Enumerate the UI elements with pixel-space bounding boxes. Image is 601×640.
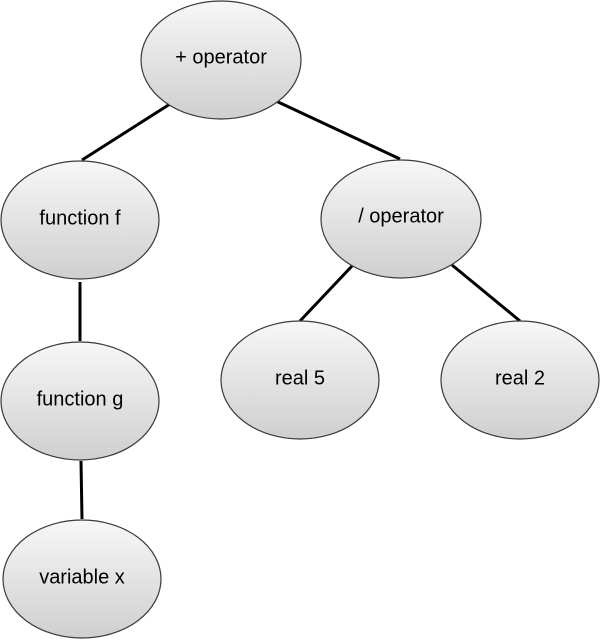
edge-function-g-to-variable-x xyxy=(79,460,84,520)
node-plus-operator-label: + operator xyxy=(175,46,267,68)
node-function-g: function g xyxy=(0,341,160,461)
node-plus-operator-ellipse xyxy=(140,0,302,120)
node-div-operator-label: / operator xyxy=(358,205,444,227)
node-variable-x: variable x xyxy=(2,519,162,639)
edge-div-operator-to-real-2 xyxy=(451,263,521,323)
node-function-f: function f xyxy=(0,160,160,280)
node-real-2: real 2 xyxy=(440,320,600,440)
node-real-5-label: real 5 xyxy=(275,367,325,389)
node-function-f-label: function f xyxy=(39,207,121,229)
edges xyxy=(78,99,521,520)
node-div-operator-ellipse xyxy=(320,159,482,279)
edge-div-operator-to-real-5 xyxy=(298,264,354,323)
node-real-5-ellipse xyxy=(220,320,380,440)
node-real-2-ellipse xyxy=(440,320,600,440)
node-real-2-label: real 2 xyxy=(495,367,545,389)
node-variable-x-label: variable x xyxy=(39,566,125,588)
node-function-f-ellipse xyxy=(0,160,160,280)
node-function-g-ellipse xyxy=(0,341,160,461)
node-function-g-label: function g xyxy=(37,388,124,410)
edge-plus-operator-to-function-f xyxy=(81,102,171,162)
node-plus-operator: + operator xyxy=(140,0,302,120)
edge-plus-operator-to-div-operator xyxy=(275,99,401,161)
node-div-operator: / operator xyxy=(320,159,482,279)
node-variable-x-ellipse xyxy=(2,519,162,639)
node-real-5: real 5 xyxy=(220,320,380,440)
